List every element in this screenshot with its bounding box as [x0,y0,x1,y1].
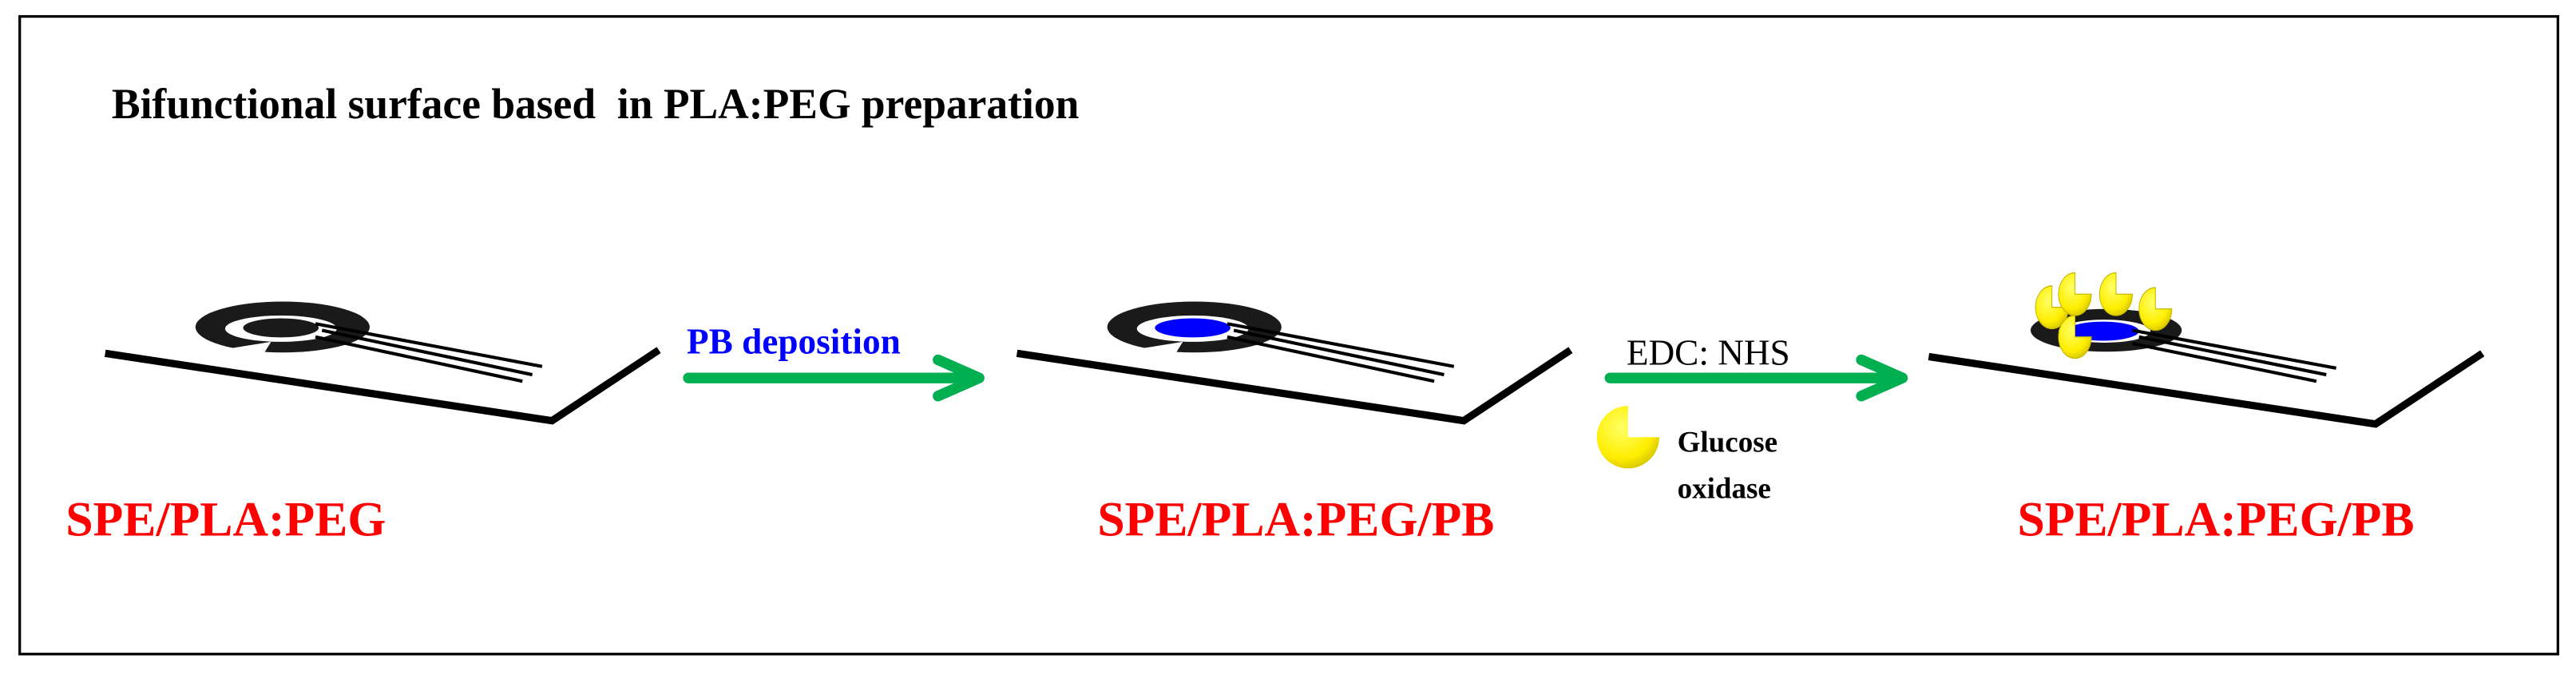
prussian-blue-deposit [2067,321,2139,341]
electrode-spe-pla-peg-pb [1016,301,1573,425]
arrow-right-icon [683,354,985,402]
arrow-right-icon [1604,354,1908,402]
electrode-with-glucose-oxidase [1928,273,2485,428]
electrode-leads [315,322,543,383]
electrode-substrate [1928,350,2485,428]
legend-line1: Glucose [1678,427,1777,459]
stage-label-1: SPE/PLA:PEG [65,493,386,547]
electrode-substrate [1016,347,1573,425]
electrode-spe-pla-peg [104,301,661,425]
glucose-oxidase-legend: Glucose oxidase [1596,406,1777,505]
figure-title: Bifunctional surface based in PLA:PEG pr… [112,80,1079,128]
electrode-substrate [104,347,661,425]
electrode-leads [2132,328,2336,383]
ring-opening [1138,341,1183,357]
legend-line2: oxidase [1678,472,1771,505]
working-electrode [243,318,319,338]
step-label-edc-nhs: EDC: NHS [1627,333,1790,373]
step-label-pb-deposition: PB deposition [687,321,901,361]
electrode-leads [1227,322,1455,383]
stage-label-3: SPE/PLA:PEG/PB [2017,493,2414,547]
ring-opening [226,341,271,357]
stage-label-2: SPE/PLA:PEG/PB [1097,493,1494,547]
prussian-blue-deposit [1155,318,1231,338]
